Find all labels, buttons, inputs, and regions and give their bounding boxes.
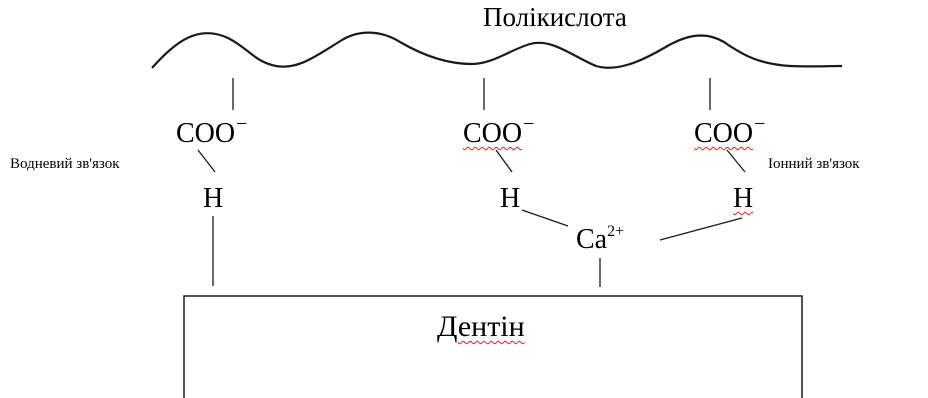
calcium-charge: 2+: [607, 223, 625, 240]
hydrogen-middle-symbol: H: [500, 183, 521, 214]
ionic-bond-label: Іонний зв'язок: [768, 157, 860, 172]
hydrogen-right-symbol: H: [733, 183, 754, 214]
hydrogen-right: H: [733, 185, 753, 213]
carboxyl-middle-charge: −: [523, 113, 535, 135]
coo-h-bond-right: [726, 149, 746, 173]
polyacid-title: Полікислота: [483, 4, 627, 31]
ionic-bond-label-text: Іонний зв'язок: [768, 156, 860, 172]
calcium-ion: Ca2+: [576, 223, 625, 255]
polyacid-chain: [151, 31, 843, 69]
ca-h-bond-right: [659, 217, 743, 241]
dentin-title: Дентін: [437, 312, 525, 342]
hydrogen-left: H: [203, 185, 223, 213]
calcium-symbol: Ca: [576, 224, 608, 255]
carboxyl-right-charge: −: [754, 113, 766, 135]
hydrogen-bond-label: Водневий зв'язок: [10, 157, 120, 172]
h-ca-bond-middle: [521, 209, 569, 227]
carboxyl-middle-formula: COO: [463, 118, 523, 149]
carboxyl-right: COO−: [694, 114, 765, 149]
carboxyl-middle: COO−: [463, 114, 534, 149]
carboxyl-left: COO−: [176, 114, 247, 149]
polyacid-title-text: Полікислота: [483, 2, 627, 32]
hydrogen-left-symbol: H: [203, 183, 224, 214]
carboxyl-right-formula: COO: [694, 118, 754, 149]
dentin-title-text: Дентін: [437, 310, 525, 343]
hydrogen-middle: H: [500, 185, 520, 213]
hydrogen-bond-label-text: Водневий зв'язок: [10, 156, 120, 172]
coo-h-bond-middle: [495, 149, 513, 173]
coo-h-bond-left: [197, 149, 216, 173]
carboxyl-left-charge: −: [236, 113, 248, 135]
dentin-box: [183, 295, 803, 398]
carboxyl-left-formula: COO: [176, 118, 236, 149]
